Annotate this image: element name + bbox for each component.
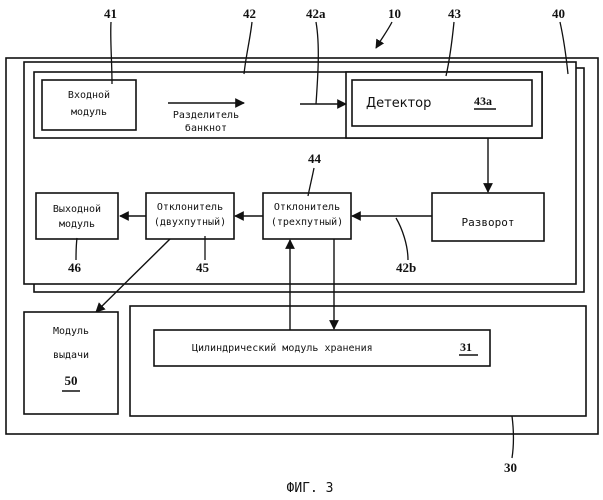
ref-44: 44 <box>308 151 322 166</box>
ref-10: 10 <box>388 6 401 21</box>
ref-42b: 42b <box>396 260 416 275</box>
output-module-box <box>36 193 118 239</box>
output-module-label-2: модуль <box>59 219 95 230</box>
deflector-three-label-2: (трехпутный) <box>271 216 343 228</box>
figure-caption: ФИГ. 3 <box>287 481 334 496</box>
separator-label-1: Разделитель <box>173 110 239 121</box>
ref-43: 43 <box>448 6 462 21</box>
ref-45: 45 <box>196 260 210 275</box>
leader-30 <box>512 416 514 458</box>
leader-10 <box>376 22 392 48</box>
detector-ref-43a: 43a <box>474 94 492 108</box>
storage-module-label: Цилиндрический модуль хранения <box>192 342 373 354</box>
input-module-label-2: модуль <box>71 107 107 118</box>
dispense-module-label-2: выдачи <box>53 350 89 361</box>
ref-42: 42 <box>243 6 256 21</box>
ref-41: 41 <box>104 6 117 21</box>
input-module-box <box>42 80 136 130</box>
separator-label-2: банкнот <box>185 122 227 134</box>
reverser-label: Разворот <box>462 216 515 229</box>
ref-40: 40 <box>552 6 565 21</box>
deflector-two-box <box>146 193 234 239</box>
ref-30: 30 <box>504 460 517 475</box>
dispense-module-ref: 50 <box>65 373 78 388</box>
deflector-three-label-1: Отклонитель <box>274 202 340 213</box>
output-module-label-1: Выходной <box>53 203 101 215</box>
dispense-module-label-1: Модуль <box>53 326 89 337</box>
deflector-three-box <box>263 193 351 239</box>
ref-46: 46 <box>68 260 82 275</box>
storage-module-ref: 31 <box>460 340 472 354</box>
detector-label: Детектор <box>366 96 431 111</box>
ref-42a: 42a <box>306 6 326 21</box>
input-module-label-1: Входной <box>68 89 110 101</box>
deflector-two-label-1: Отклонитель <box>157 202 223 213</box>
deflector-two-label-2: (двухпутный) <box>154 216 226 228</box>
